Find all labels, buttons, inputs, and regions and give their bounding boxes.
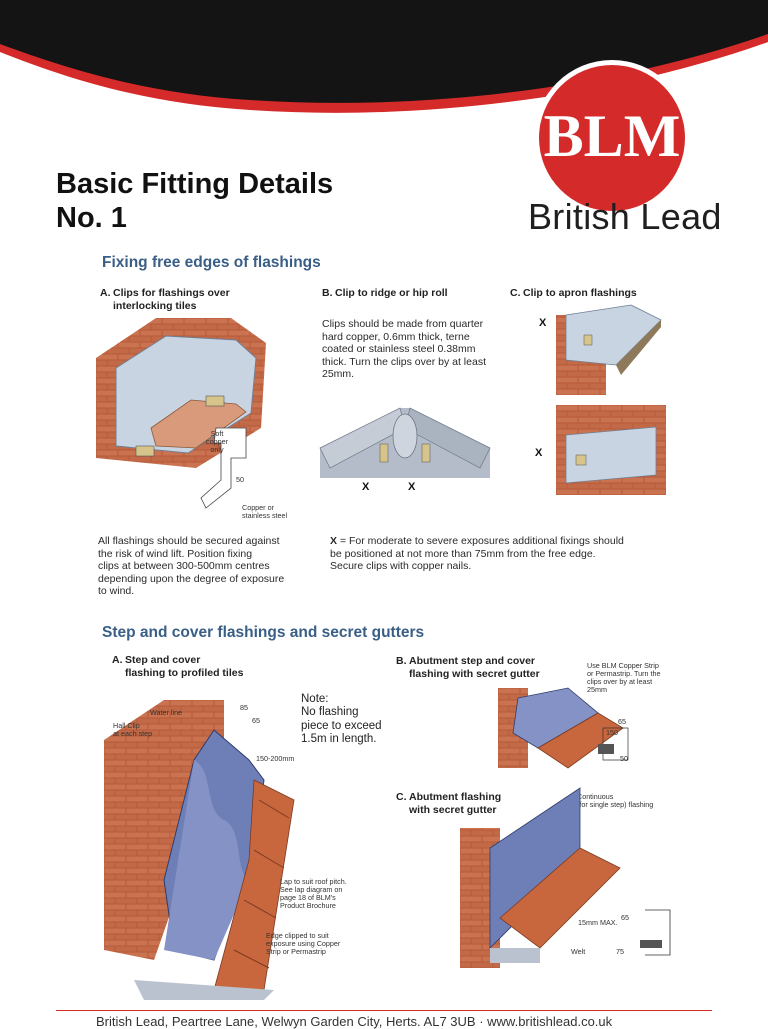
- s1-a-line1: Clips for flashings over: [113, 287, 230, 299]
- s2-a-lap-note: Lap to suit roof pitch. See lap diagram …: [280, 877, 347, 910]
- s2-b-illustration: [498, 687, 629, 769]
- s2-b-dim-150: 150: [606, 728, 618, 737]
- s1-c-x-bottom: X: [535, 447, 543, 459]
- s1-c-illustration-bottom: [556, 405, 666, 495]
- footer-divider: [56, 1010, 712, 1011]
- s1-a-note-dim: 50: [236, 475, 244, 484]
- s2-c-dim-75: 75: [616, 947, 624, 956]
- s2-c-illustration: [460, 787, 621, 968]
- s2-c-note: Continuous(for single step) flashing: [577, 792, 654, 809]
- s1-a-label: A.Clips for flashings over interlocking …: [100, 287, 230, 313]
- s1-a-illustration: [96, 318, 266, 509]
- s2-c-label: C.Abutment flashing with secret gutter: [396, 791, 502, 816]
- s1-c-label: C.Clip to apron flashings: [510, 287, 637, 300]
- s2-b-note: Use BLM Copper Strip or Permastrip. Turn…: [587, 661, 661, 694]
- s1-c-x-top: X: [539, 317, 547, 329]
- s2-a-dim-85: 85: [240, 703, 248, 712]
- s2-a-dim-150: 150-200mm: [256, 754, 295, 763]
- section2-heading: Step and cover flashings and secret gutt…: [102, 624, 425, 641]
- brand-name: British Lead: [528, 196, 722, 237]
- s2-c-max: 15mm MAX.: [578, 918, 618, 927]
- s2-a-edge-note: Edge clipped to suit exposure using Copp…: [266, 931, 341, 956]
- footer-address: British Lead, Peartree Lane, Welwyn Gard…: [96, 1014, 613, 1029]
- s1-c-letter: C.: [510, 287, 521, 299]
- s2-c-detail: [640, 909, 671, 956]
- s1-c-illustration-top: [556, 304, 662, 395]
- s1-a-line2: interlocking tiles: [113, 300, 197, 312]
- s2-note: Note: No flashing piece to exceed 1.5m i…: [301, 693, 382, 746]
- s1-c-text: Clip to apron flashings: [523, 287, 637, 299]
- s1-b-letter: B.: [322, 287, 333, 299]
- s1-b-text: Clip to ridge or hip roll: [335, 287, 448, 299]
- logo-text: BLM: [544, 103, 681, 169]
- page-title-line2: No. 1: [56, 202, 127, 234]
- s2-a-water-line: Water line: [150, 708, 183, 717]
- s1-b-label: B.Clip to ridge or hip roll: [322, 287, 448, 300]
- blm-logo: BLM: [534, 60, 690, 216]
- s2-c-dim-65: 65: [621, 913, 629, 922]
- s2-c-welt: Welt: [571, 947, 586, 956]
- s2-a-label: A.Step and cover flashing to profiled ti…: [112, 654, 244, 679]
- s2-b-dim-50: 50: [620, 754, 628, 763]
- s1-b-description: Clips should be made from quarter hard c…: [322, 318, 486, 381]
- s2-b-dim-65: 65: [618, 717, 626, 726]
- section1-heading: Fixing free edges of flashings: [102, 254, 321, 271]
- s1-left-text: All flashings should be secured against …: [98, 535, 285, 598]
- s2-b-label: B.Abutment step and cover flashing with …: [396, 655, 540, 680]
- s1-b-x-left: X: [362, 481, 370, 493]
- s1-x-note: X = For moderate to severe exposures add…: [330, 535, 624, 573]
- s1-a-letter: A.: [100, 287, 111, 299]
- s2-a-dim-65: 65: [252, 716, 260, 725]
- page-title-line1: Basic Fitting Details: [56, 168, 334, 200]
- s1-b-illustration: [319, 407, 491, 478]
- s2-a-illustration: [104, 700, 295, 1000]
- s1-b-x-right: X: [408, 481, 416, 493]
